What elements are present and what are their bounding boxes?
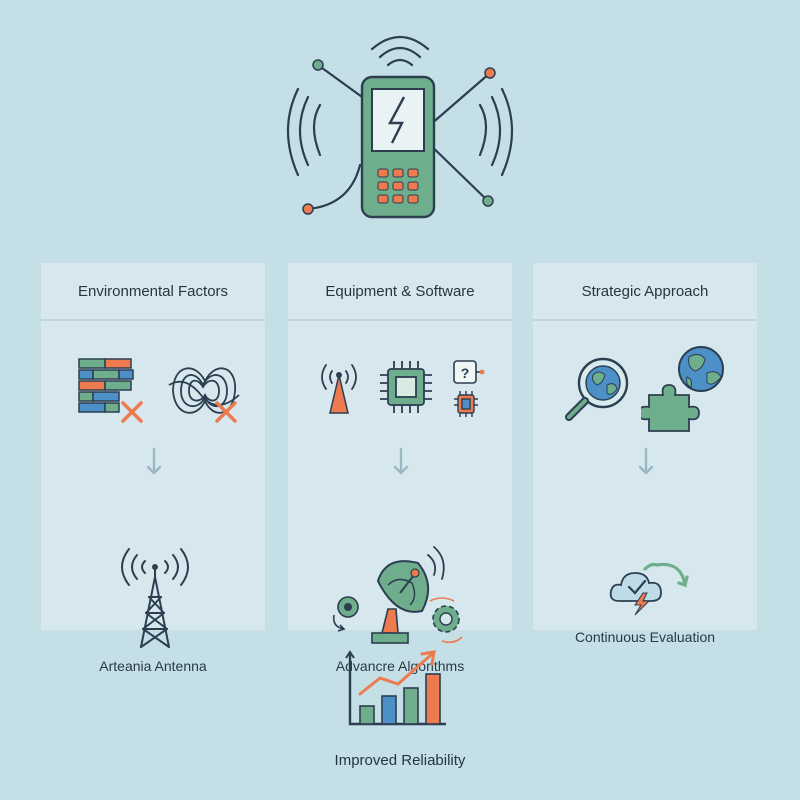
svg-text:?: ? (461, 365, 470, 381)
panel-title: Strategic Approach (533, 263, 757, 321)
satellite-dish-icon (332, 546, 463, 644)
panel-strategic: Strategic Approach Continuous Evaluation (532, 262, 758, 645)
phone-icon (360, 75, 436, 219)
phone-illustration (286, 36, 514, 219)
interference-icon (168, 367, 240, 423)
magnifier-globe-icon (565, 357, 629, 421)
puzzle-globe-icon (641, 346, 724, 432)
arrow-down-icon (638, 447, 654, 475)
cloud-refresh-icon (609, 562, 689, 616)
result-label: Arteania Antenna (99, 658, 207, 674)
panel-title: Environmental Factors (41, 263, 265, 321)
arrow-down-icon (146, 447, 162, 475)
panel-environmental: Environmental Factors (40, 262, 266, 674)
outcome-label: Improved Reliability (334, 752, 466, 769)
arrow-down-icon (393, 447, 409, 475)
chip-icon (380, 361, 432, 413)
result-label: Continuous Evaluation (574, 629, 716, 645)
panel-equipment: Equipment & Software ? (287, 262, 513, 674)
signal-waves-icon (378, 46, 422, 59)
antenna-tower-icon (121, 548, 189, 648)
cell-tower-icon (321, 364, 357, 414)
bar-chart-icon (345, 650, 446, 726)
x-mark-icon (121, 401, 143, 423)
brick-wall-icon (78, 358, 143, 423)
panel-title: Equipment & Software (288, 263, 512, 321)
x-mark-icon (215, 401, 237, 423)
help-chip-icon: ? (453, 360, 485, 417)
gear-icon (432, 605, 460, 633)
